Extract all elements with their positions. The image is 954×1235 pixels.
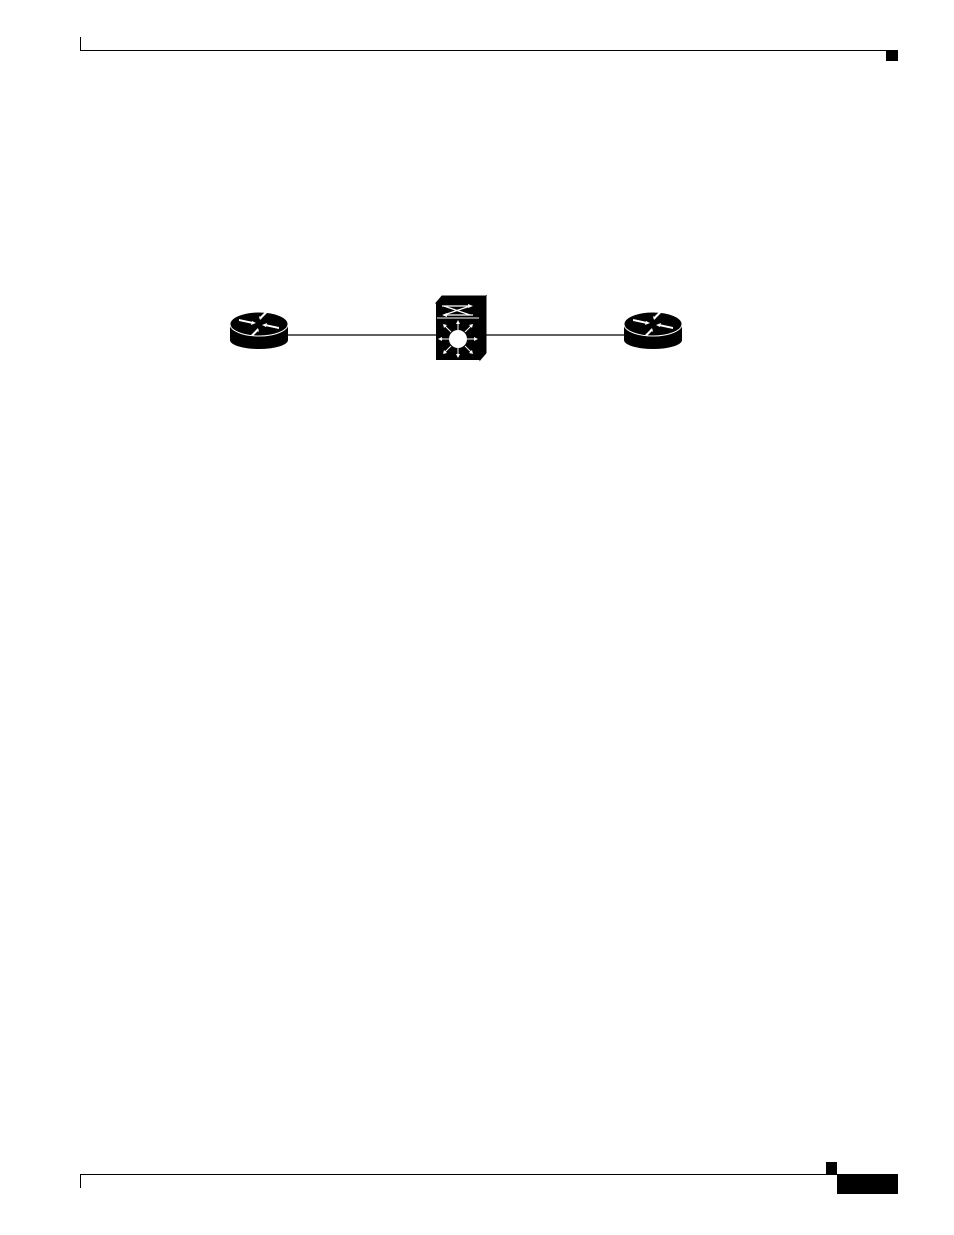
multilayer-switch-icon xyxy=(436,296,486,360)
page-number-tab xyxy=(837,1175,898,1194)
footer-corner-mark xyxy=(826,1162,837,1174)
footer-rule-tick xyxy=(80,1174,81,1188)
router-icon xyxy=(624,312,682,349)
router-icon xyxy=(230,312,288,349)
footer-rule xyxy=(80,1174,898,1175)
